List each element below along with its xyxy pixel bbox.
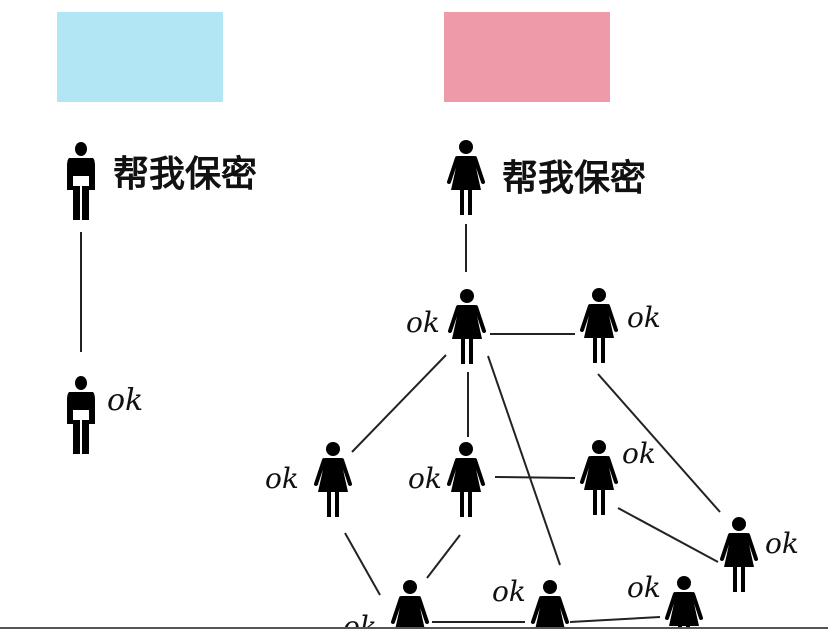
- girl-figure-p3: [314, 440, 352, 519]
- girl-figure-p2: [580, 286, 618, 365]
- boy-figure-bottom: [67, 376, 95, 454]
- boy-bottom-caption: ok: [107, 383, 143, 418]
- girl-line-p3-p7: [344, 532, 381, 596]
- ok-label-p3: ok: [265, 462, 299, 495]
- girl-figure-p6: [720, 515, 758, 594]
- ok-label-p1: ok: [406, 306, 440, 339]
- girl-line-p5-p6: [617, 507, 719, 563]
- girl-line-p4-p7: [426, 534, 461, 579]
- bottom-border: [0, 627, 828, 629]
- girl-figure-top: [447, 138, 485, 217]
- ok-label-p8: ok: [492, 575, 526, 608]
- girl-line-p8-p9: [569, 616, 661, 623]
- girl-figure-p7: [391, 578, 429, 629]
- girl-figure-p5: [580, 438, 618, 517]
- ok-label-p4: ok: [408, 462, 442, 495]
- girl-figure-p1: [448, 287, 486, 366]
- connection-lines: [80, 224, 721, 623]
- girl-line-p2-p6: [597, 373, 721, 513]
- ok-label-p9: ok: [627, 571, 661, 604]
- ok-label-p6: ok: [765, 527, 799, 560]
- ok-label-p2: ok: [627, 301, 661, 334]
- ok-label-p5: ok: [622, 437, 656, 470]
- girl-line-p1-p3: [351, 354, 447, 453]
- girl-figure-p9: [665, 574, 703, 629]
- girl-figure-p8: [531, 578, 569, 629]
- ok-label-p7-partial: ok: [343, 610, 377, 629]
- header-boy-bg: [57, 12, 223, 102]
- boy-top-caption: 帮我保密: [113, 153, 257, 195]
- girl-line-p1-p9: [487, 355, 561, 566]
- boy-figure-top: [67, 142, 95, 220]
- girl-line-p4-p5: [494, 476, 576, 479]
- girl-top-caption: 帮我保密: [502, 157, 646, 199]
- header-girl-bg: [444, 12, 610, 102]
- girl-figure-p4: [447, 440, 485, 519]
